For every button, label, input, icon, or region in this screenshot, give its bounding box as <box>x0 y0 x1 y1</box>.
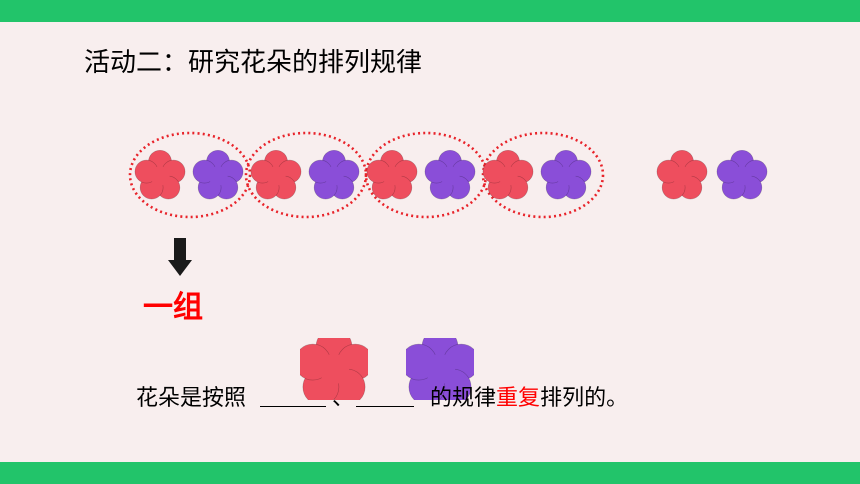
red-flower-icon <box>366 149 418 200</box>
sentence-part1: 花朵是按照 <box>136 386 247 411</box>
red-flower-shape <box>300 338 368 400</box>
sentence-separator: 、 <box>332 386 355 411</box>
purple-flower-icon <box>406 338 474 400</box>
red-flower-icon <box>250 149 302 200</box>
group-label: 一组 <box>143 290 203 325</box>
top-green-bar <box>0 0 860 22</box>
sentence-highlight: 重复 <box>496 386 541 411</box>
activity-title: 活动二：研究花朵的排列规律 <box>84 48 423 78</box>
answer-blank-2[interactable] <box>356 386 415 407</box>
red-flower-icon <box>482 149 534 200</box>
sentence-part2: 的规律 <box>430 386 497 411</box>
red-flower-icon <box>300 338 368 400</box>
pattern-sentence: 花朵是按照 、 的规律重复排列的。 <box>136 380 628 412</box>
red-flower-icon <box>134 149 186 200</box>
down-arrow-icon <box>168 238 192 276</box>
bottom-green-bar <box>0 462 860 484</box>
purple-flower-icon <box>540 149 592 200</box>
purple-flower-icon <box>424 149 476 200</box>
purple-flower-shape <box>406 338 474 400</box>
purple-flower-icon <box>308 149 360 200</box>
purple-flower-icon <box>192 149 244 200</box>
group-circle <box>481 131 605 219</box>
group-circle <box>128 131 252 219</box>
purple-flower-icon <box>716 149 768 200</box>
sentence-part3: 排列的。 <box>540 386 629 411</box>
answer-blank-1[interactable] <box>260 386 327 407</box>
red-flower-icon <box>656 149 708 200</box>
